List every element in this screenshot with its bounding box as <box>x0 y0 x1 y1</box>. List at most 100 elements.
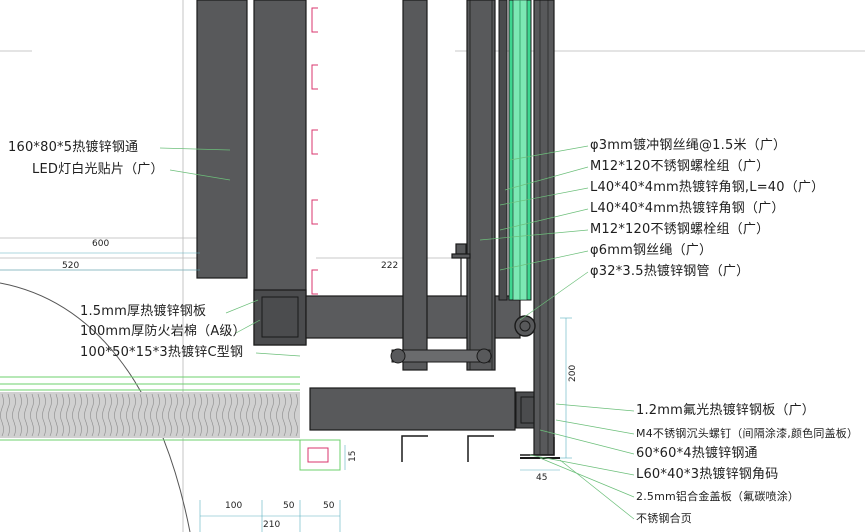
rockwool-stroke <box>234 393 238 437</box>
leader-line <box>555 419 635 435</box>
steel-pipe-32 <box>514 315 536 337</box>
leader-line <box>519 271 589 321</box>
glass-panel <box>508 0 532 301</box>
label-screw-m4: M4不锈钢沉头螺钉（间隔涂漆,颜色同盖板） <box>636 427 859 440</box>
rockwool-hatch <box>0 393 298 437</box>
leader-line <box>235 319 261 334</box>
leader-line <box>509 145 589 161</box>
dim-15: 15 <box>348 450 358 462</box>
dim-222: 222 <box>381 261 399 271</box>
leader-line <box>169 169 231 181</box>
dim-45: 45 <box>536 473 548 483</box>
ground-band <box>0 376 300 441</box>
label-bolt-1: M12*120不锈钢螺栓组（广） <box>590 159 770 174</box>
label-angle-l60: L60*40*3热镀锌钢角码 <box>636 467 779 482</box>
label-c-section: 100*50*15*3热镀锌C型钢 <box>80 345 244 360</box>
rockwool-stroke <box>84 393 88 437</box>
leader-lines <box>159 145 635 520</box>
rockwool-stroke <box>276 393 280 437</box>
leader-line <box>255 352 301 357</box>
rockwool-stroke <box>198 393 202 437</box>
rockwool-stroke <box>96 393 100 437</box>
rockwool-stroke <box>156 393 160 437</box>
bolt-bar <box>390 348 492 364</box>
rockwool-stroke <box>144 393 148 437</box>
rockwool-stroke <box>132 393 136 437</box>
label-alu-plate: 2.5mm铝合金盖板（氟碳喷涂） <box>636 490 800 503</box>
dim-200: 200 <box>568 364 578 382</box>
small-bracket <box>451 243 471 296</box>
rockwool-stroke <box>120 393 124 437</box>
leader-line <box>555 403 635 412</box>
rockwool-stroke <box>204 393 208 437</box>
vertical-hangers <box>402 0 508 371</box>
rockwool-stroke <box>36 393 40 437</box>
rockwool-stroke <box>240 393 244 437</box>
pipe-inner <box>519 320 531 332</box>
leader-line <box>225 299 259 314</box>
label-angle-40: L40*40*4mm热镀锌角钢（广） <box>590 201 785 216</box>
leader-line <box>504 166 589 191</box>
rockwool-stroke <box>66 393 70 437</box>
magenta-marks <box>311 7 318 431</box>
rockwool-stroke <box>0 393 4 437</box>
dim-520: 520 <box>62 261 80 271</box>
label-mesh-3: φ3mm镀冲钢丝绳@1.5米（广） <box>590 138 787 153</box>
leader-line <box>499 187 589 206</box>
hinge-box <box>299 439 341 471</box>
rockwool-stroke <box>246 393 250 437</box>
leader-line <box>159 147 231 151</box>
label-ss-hinge: 不锈钢合页 <box>636 512 692 525</box>
rockwool-stroke <box>6 393 10 437</box>
rockwool-stroke <box>282 393 286 437</box>
rockwool-stroke <box>228 393 232 437</box>
label-tube-160: 160*80*5热镀锌钢通 <box>8 140 139 155</box>
rockwool-stroke <box>30 393 34 437</box>
rockwool-stroke <box>108 393 112 437</box>
rockwool-stroke <box>168 393 172 437</box>
rockwool-stroke <box>222 393 226 437</box>
label-led-strip: LED灯白光贴片（广） <box>32 162 164 177</box>
label-wire-6: φ6mm钢丝绳（广） <box>590 243 713 258</box>
rockwool-stroke <box>102 393 106 437</box>
rockwool-stroke <box>90 393 94 437</box>
rockwool-stroke <box>216 393 220 437</box>
rockwool-stroke <box>210 393 214 437</box>
dim-210: 210 <box>263 520 281 530</box>
dim-100: 100 <box>225 501 243 511</box>
rockwool-stroke <box>180 393 184 437</box>
leader-line <box>539 457 635 498</box>
rockwool-stroke <box>48 393 52 437</box>
label-tube-60: 60*60*4热镀锌钢通 <box>636 446 758 461</box>
right-post <box>533 0 555 456</box>
rockwool-stroke <box>264 393 268 437</box>
rockwool-stroke <box>138 393 142 437</box>
rockwool-stroke <box>60 393 64 437</box>
rockwool-stroke <box>192 393 196 437</box>
label-fire-rock: 100mm厚防火岩棉（A级） <box>80 324 246 339</box>
label-bolt-2: M12*120不锈钢螺栓组（广） <box>590 222 770 237</box>
rockwool-stroke <box>54 393 58 437</box>
rockwool-stroke <box>150 393 154 437</box>
leader-line <box>499 250 589 271</box>
rockwool-stroke <box>174 393 178 437</box>
dim-600: 600 <box>92 239 110 249</box>
rockwool-stroke <box>42 393 46 437</box>
curve-arc <box>0 282 191 532</box>
rockwool-stroke <box>72 393 76 437</box>
rockwool-stroke <box>12 393 16 437</box>
label-plate-15: 1.5mm厚热镀锌钢板 <box>80 304 207 319</box>
rockwool-stroke <box>162 393 166 437</box>
rockwool-stroke <box>252 393 256 437</box>
leader-line <box>529 454 635 476</box>
rockwool-stroke <box>126 393 130 437</box>
rockwool-stroke <box>288 393 292 437</box>
dimension-lines <box>0 252 572 532</box>
rockwool-stroke <box>270 393 274 437</box>
label-pipe-32: φ32*3.5热镀锌钢管（广） <box>590 264 750 279</box>
steel-tube-160 <box>196 0 307 346</box>
dim-50-a: 50 <box>283 501 295 511</box>
rockwool-stroke <box>18 393 22 437</box>
rockwool-stroke <box>78 393 82 437</box>
